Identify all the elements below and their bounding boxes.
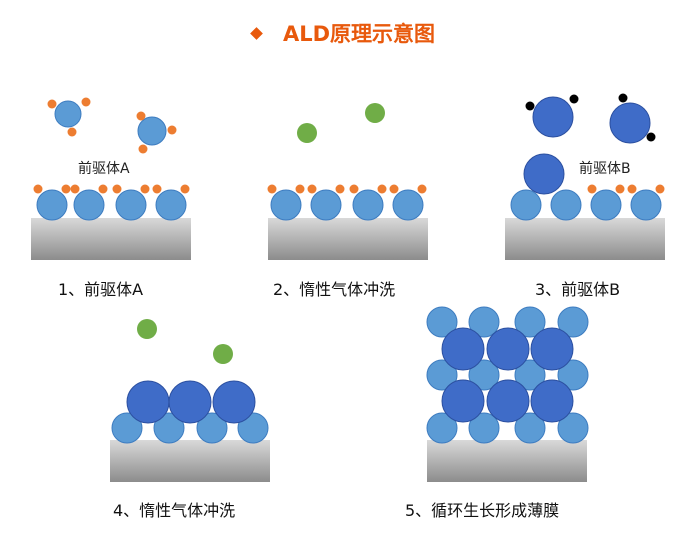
surface-atom [196, 412, 228, 444]
caption-step-2: 2、惰性气体冲洗 [273, 280, 396, 299]
surface-atom [557, 412, 589, 444]
surface-atom [514, 359, 546, 391]
inert-gas-molecule [137, 319, 157, 339]
ligand-atom [627, 184, 637, 194]
surface-atom [468, 359, 500, 391]
surface-atom [557, 359, 589, 391]
ligand-atom [335, 184, 345, 194]
surface-atom [115, 189, 147, 221]
ligand-atom [389, 184, 399, 194]
surface-atom [550, 189, 582, 221]
film-b-atom [486, 379, 530, 423]
precursor-a-label: 前驱体A [78, 161, 130, 177]
layer-b-atom [126, 380, 170, 424]
caption-step-1: 1、前驱体A [58, 280, 144, 299]
title-text: ALD原理示意图 [282, 22, 436, 46]
panel-4 [110, 319, 270, 482]
diagram-title: ALD原理示意图 [0, 18, 687, 48]
black-ligand-atom [569, 94, 579, 104]
surface-atom [426, 306, 458, 338]
ligand-atom [112, 184, 122, 194]
surface-atom [426, 359, 458, 391]
precursor-b-molecule [609, 102, 651, 144]
film-b-atom [530, 379, 574, 423]
caption-step-3: 3、前驱体B [535, 280, 621, 299]
layer-b-atom [168, 380, 212, 424]
precursor-b-molecule [532, 96, 574, 138]
ligand-atom [615, 184, 625, 194]
substrate [31, 218, 191, 260]
inert-gas-molecule [365, 103, 385, 123]
ligand-atom [295, 184, 305, 194]
ligand-atom [47, 99, 57, 109]
surface-atom [468, 412, 500, 444]
panel-3 [505, 93, 665, 260]
ligand-atom [81, 97, 91, 107]
surface-atom [514, 306, 546, 338]
ligand-atom [267, 184, 277, 194]
caption-step-5: 5、循环生长形成薄膜 [405, 501, 560, 520]
panel-2 [267, 103, 428, 260]
substrate [505, 218, 665, 260]
ligand-atom [307, 184, 317, 194]
ligand-atom [417, 184, 427, 194]
surface-atom [426, 412, 458, 444]
surface-atom [510, 189, 542, 221]
surface-atom [557, 306, 589, 338]
surface-atom [392, 189, 424, 221]
film-b-atom [441, 327, 485, 371]
surface-atom [36, 189, 68, 221]
precursor-a-molecule [137, 116, 167, 146]
black-ligand-atom [525, 101, 535, 111]
caption-step-4: 4、惰性气体冲洗 [113, 501, 236, 520]
inert-gas-molecule [297, 123, 317, 143]
substrate [110, 440, 270, 482]
ligand-atom [167, 125, 177, 135]
film-b-atom [486, 327, 530, 371]
ligand-atom [152, 184, 162, 194]
ligand-atom [140, 184, 150, 194]
reacted-atom-b [523, 153, 565, 195]
ligand-atom [138, 144, 148, 154]
black-ligand-atom [646, 132, 656, 142]
surface-atom [270, 189, 302, 221]
ligand-atom [98, 184, 108, 194]
surface-atom [111, 412, 143, 444]
substrate [268, 218, 428, 260]
ligand-atom [70, 184, 80, 194]
ligand-atom [349, 184, 359, 194]
surface-atom [468, 306, 500, 338]
surface-atom [155, 189, 187, 221]
ligand-atom [587, 184, 597, 194]
substrate [427, 440, 587, 482]
precursor-a-molecule [54, 100, 82, 128]
film-b-atom [441, 379, 485, 423]
ligand-atom [377, 184, 387, 194]
surface-atom [237, 412, 269, 444]
ligand-atom [67, 127, 77, 137]
ligand-atom [180, 184, 190, 194]
surface-atom [73, 189, 105, 221]
surface-atom [514, 412, 546, 444]
surface-atom [310, 189, 342, 221]
ligand-atom [655, 184, 665, 194]
surface-atom [153, 412, 185, 444]
surface-atom [590, 189, 622, 221]
layer-b-atom [212, 380, 256, 424]
ligand-atom [136, 111, 146, 121]
black-ligand-atom [618, 93, 628, 103]
film-b-atom [530, 327, 574, 371]
ligand-atom [33, 184, 43, 194]
surface-atom [630, 189, 662, 221]
panel-5 [426, 306, 589, 482]
ligand-atom [61, 184, 71, 194]
inert-gas-molecule [213, 344, 233, 364]
precursor-b-label: 前驱体B [579, 161, 631, 177]
surface-atom [352, 189, 384, 221]
panel-1 [31, 97, 191, 260]
